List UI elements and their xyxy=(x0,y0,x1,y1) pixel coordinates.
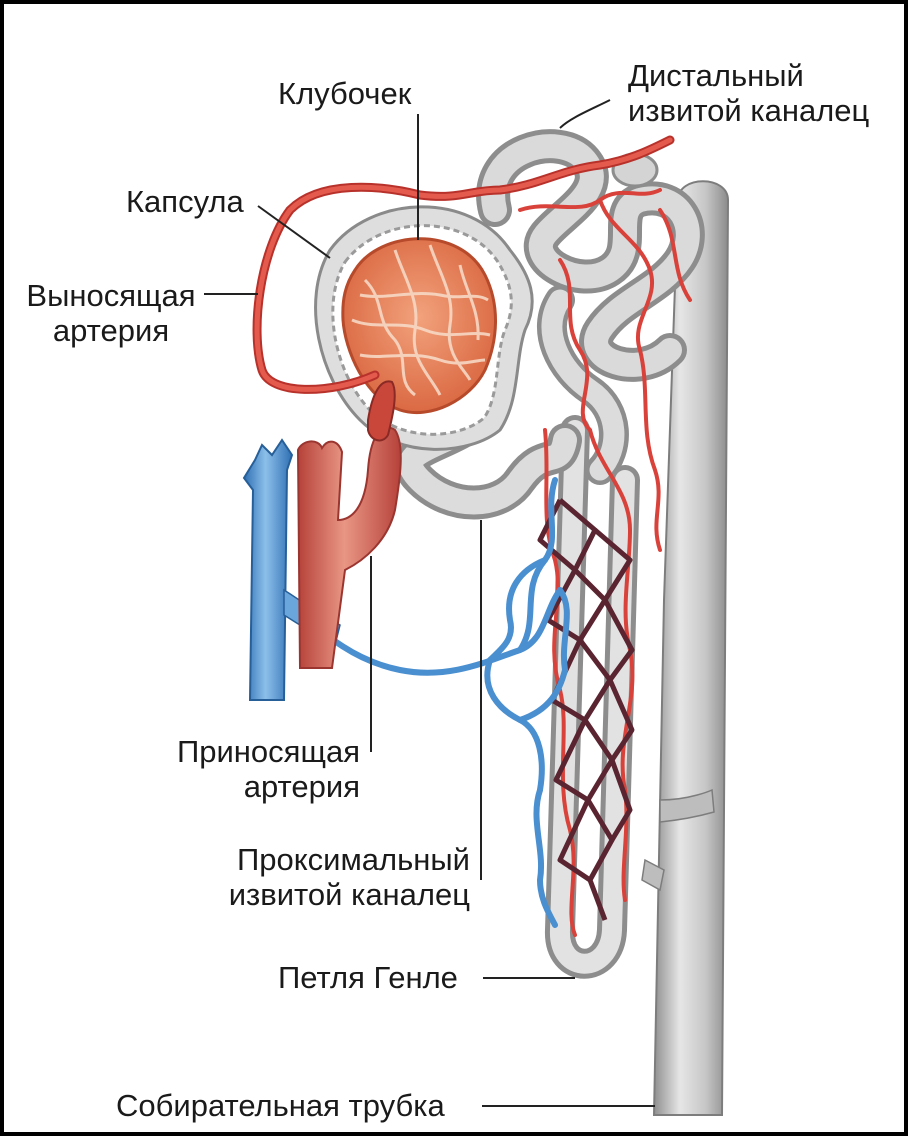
label-efferent-artery-line1: Выносящая xyxy=(18,278,204,313)
label-capsule-text: Капсула xyxy=(126,184,244,219)
label-efferent-artery: Выносящая артерия xyxy=(18,278,204,348)
label-glomerulus-text: Клубочек xyxy=(278,76,411,111)
label-proximal-tubule: Проксимальный извитой каналец xyxy=(196,842,470,912)
label-glomerulus: Клубочек xyxy=(278,76,411,111)
label-afferent-artery: Приносящая артерия xyxy=(160,734,360,804)
label-efferent-artery-line2: артерия xyxy=(18,313,204,348)
label-collecting-duct-text: Собирательная трубка xyxy=(116,1088,445,1123)
label-loop-of-henle: Петля Генле xyxy=(278,960,458,995)
label-loop-of-henle-text: Петля Генле xyxy=(278,960,458,995)
label-afferent-artery-line1: Приносящая xyxy=(160,734,360,769)
label-proximal-tubule-line1: Проксимальный xyxy=(196,842,470,877)
label-distal-tubule-line1: Дистальный xyxy=(628,58,869,93)
label-distal-tubule: Дистальный извитой каналец xyxy=(628,58,869,128)
label-afferent-artery-line2: артерия xyxy=(160,769,360,804)
collecting-duct xyxy=(642,181,728,1115)
afferent-artery xyxy=(298,381,401,668)
label-capsule: Капсула xyxy=(126,184,244,219)
label-distal-tubule-line2: извитой каналец xyxy=(628,93,869,128)
label-proximal-tubule-line2: извитой каналец xyxy=(196,877,470,912)
label-collecting-duct: Собирательная трубка xyxy=(116,1088,445,1123)
